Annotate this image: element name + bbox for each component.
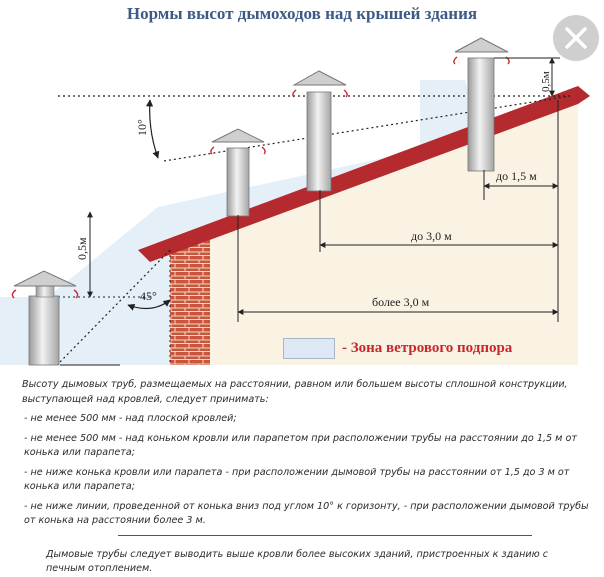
chimney-icon xyxy=(292,70,348,192)
forty-five-degree-line xyxy=(59,249,171,363)
angle-10-label: 10° xyxy=(135,119,149,136)
distance-30-label: до 3,0 м xyxy=(411,229,452,243)
chimney-icon xyxy=(453,37,510,172)
close-icon xyxy=(565,27,587,49)
brick-parapet xyxy=(170,238,210,365)
rules-text: Высоту дымовых труб, размещаемых на расс… xyxy=(22,378,592,577)
height-05-left-label: 0,5м xyxy=(75,237,89,260)
wind-zone-legend: - Зона ветрового подпора xyxy=(342,340,513,356)
distance-15-label: до 1,5 м xyxy=(496,169,537,183)
rules-intro: Высоту дымовых труб, размещаемых на расс… xyxy=(22,379,568,405)
divider xyxy=(118,534,532,536)
height-05-ridge-label: 0,5м xyxy=(540,71,552,92)
rule-item: - не ниже линии, проведенной от конька в… xyxy=(24,500,589,527)
rule-item: - не менее 500 мм - над коньком кровли и… xyxy=(24,432,577,459)
wind-zone xyxy=(0,80,480,365)
page-title: Нормы высот дымоходов над крышей здания xyxy=(126,4,478,23)
angle-45-label: 45° xyxy=(140,289,157,303)
chimney-icon xyxy=(210,128,266,217)
angle-10-arc xyxy=(145,99,160,159)
angle-45-arc xyxy=(127,299,171,311)
rule-item: - не ниже конька кровли или парапета - п… xyxy=(24,466,570,493)
rules-note: Дымовые трубы следует выводить выше кров… xyxy=(46,548,549,575)
rule-item: - не менее 500 мм - над плоской кровлей; xyxy=(24,413,237,424)
chimney-icon xyxy=(11,270,79,366)
close-button[interactable] xyxy=(553,15,599,61)
distance-more30-label: более 3,0 м xyxy=(372,295,430,309)
wind-zone-swatch xyxy=(283,338,335,359)
ten-degree-line xyxy=(163,95,571,162)
